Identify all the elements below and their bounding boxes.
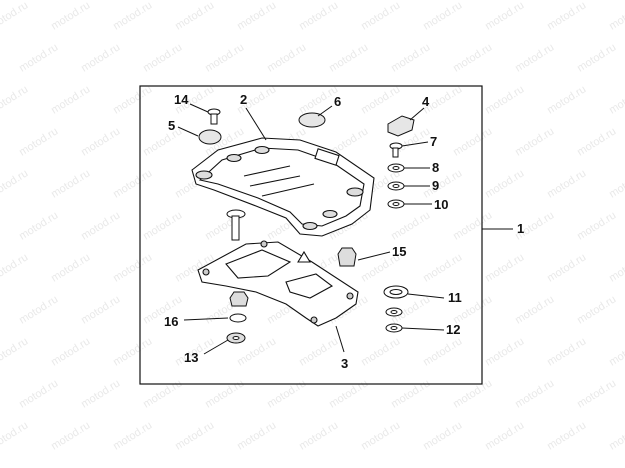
callout-13: 13 bbox=[184, 350, 198, 365]
callout-7: 7 bbox=[430, 134, 437, 149]
washer-part-10 bbox=[387, 199, 405, 209]
callout-4: 4 bbox=[422, 94, 430, 109]
cap-part-6 bbox=[298, 112, 326, 128]
callout-5: 5 bbox=[168, 118, 175, 133]
screw-part-7 bbox=[389, 142, 403, 158]
spacer-part-16 bbox=[229, 291, 249, 323]
callout-11: 11 bbox=[448, 290, 462, 305]
bushing-part-15 bbox=[337, 247, 357, 267]
leader-lines bbox=[177, 103, 445, 355]
long-bolt bbox=[226, 209, 246, 241]
callout-3: 3 bbox=[341, 356, 348, 371]
callout-8: 8 bbox=[432, 160, 439, 175]
frame-callout-label: 1 bbox=[517, 221, 524, 236]
washer-part-12b bbox=[385, 323, 403, 333]
diagram-frame bbox=[139, 85, 483, 385]
nut-part-13 bbox=[226, 332, 246, 344]
washer-part-12a bbox=[385, 307, 403, 317]
grommet-part-11 bbox=[383, 285, 409, 299]
callout-15: 15 bbox=[392, 244, 406, 259]
washer-part-8 bbox=[387, 163, 405, 173]
mounting-bracket-part bbox=[197, 240, 359, 327]
callout-12: 12 bbox=[446, 322, 460, 337]
cap-part-5 bbox=[198, 129, 222, 145]
callout-6: 6 bbox=[334, 94, 341, 109]
callout-2: 2 bbox=[240, 92, 247, 107]
callout-10: 10 bbox=[434, 197, 448, 212]
carrier-plate-part bbox=[191, 137, 375, 237]
hex-screw-part-14 bbox=[207, 108, 221, 125]
callout-14: 14 bbox=[174, 92, 189, 107]
washer-part-9 bbox=[387, 181, 405, 191]
callout-16: 16 bbox=[164, 314, 178, 329]
callout-9: 9 bbox=[432, 178, 439, 193]
cap-part-4 bbox=[387, 115, 415, 137]
